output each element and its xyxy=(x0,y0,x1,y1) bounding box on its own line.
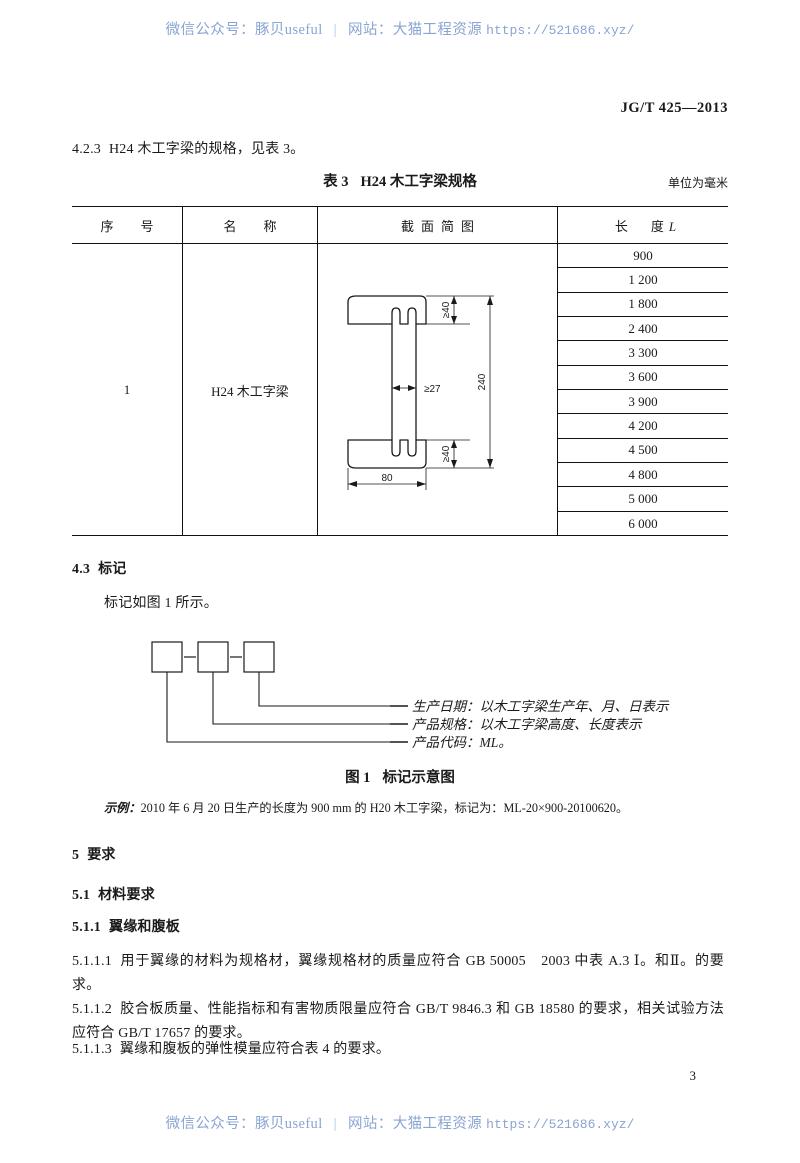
clause-5-1-1-number: 5.1.1 xyxy=(72,920,101,935)
clause-5-1-1-1-text: 用于翼缘的材料为规格材，翼缘规格材的质量应符合 GB 50005 2003 中表… xyxy=(72,954,724,993)
clause-5-1-1-title: 翼缘和腹板 xyxy=(109,920,180,935)
figure-1-caption-label: 图 1 xyxy=(345,770,371,786)
clause-4-2-3: 4.2.3 H24 木工字梁的规格，见表 3。 xyxy=(72,138,672,162)
clause-5-1-number: 5.1 xyxy=(72,888,91,903)
clause-5-1-1-3-number: 5.1.1.3 xyxy=(72,1042,112,1057)
length-cell: 1 200 xyxy=(558,268,728,293)
table-3-body-row: 1 H24 木工字梁 xyxy=(72,244,728,536)
table-3-length-column: 900 1 200 1 800 2 400 3 300 3 600 3 900 … xyxy=(557,244,728,536)
clause-4-3-number: 4.3 xyxy=(72,562,91,577)
table-3-cell-no: 1 xyxy=(123,382,131,397)
table-3-cell-name: H24 木工字梁 xyxy=(182,244,317,536)
marking-label-product-spec: 产品规格：以木工字梁高度、长度表示 xyxy=(412,717,643,732)
clause-4-3-heading: 4.3 标记 xyxy=(72,558,127,582)
clause-5-1-1-3-text: 翼缘和腹板的弹性模量应符合表 4 的要求。 xyxy=(119,1042,391,1057)
dim-width-label: 80 xyxy=(381,473,393,484)
table-3-header-figure: 截面简图 xyxy=(317,207,557,243)
dim-web-thickness-label: ≥27 xyxy=(424,384,441,395)
watermark-url: https://521686.xyz/ xyxy=(486,1117,635,1132)
ibeam-cross-section-diagram: ≥40 ≥40 240 ≥27 80 xyxy=(346,295,494,490)
clause-5-1-heading: 5.1 材料要求 xyxy=(72,884,155,908)
table-3-header-length: 长 度L xyxy=(557,207,728,243)
marking-label-production-date: 生产日期：以木工字梁生产年、月、日表示 xyxy=(412,699,670,714)
length-cell: 4 200 xyxy=(558,414,728,439)
clause-5-1-1-2-number: 5.1.1.2 xyxy=(72,1002,112,1017)
dim-flange-bottom-label: ≥40 xyxy=(441,445,452,462)
length-cell: 5 000 xyxy=(558,487,728,512)
watermark-wechat: 微信公众号：豚贝useful xyxy=(165,22,323,38)
length-cell: 4 800 xyxy=(558,463,728,488)
watermark-url: https://521686.xyz/ xyxy=(486,23,635,38)
dim-total-height-label: 240 xyxy=(477,373,488,390)
watermark-site: 网站：大猫工程资源 xyxy=(348,1116,483,1132)
length-cell: 3 300 xyxy=(558,341,728,366)
table-3-caption: 表 3 H24 木工字梁规格 xyxy=(72,170,728,191)
clause-5-1-1-3: 5.1.1.3 翼缘和腹板的弹性模量应符合表 4 的要求。 xyxy=(72,1038,724,1062)
clause-5-title: 要求 xyxy=(87,848,116,863)
length-cell: 6 000 xyxy=(628,515,658,531)
watermark-wechat: 微信公众号：豚贝useful xyxy=(165,1116,323,1132)
marking-label-product-code: 产品代码：ML。 xyxy=(412,735,512,750)
clause-4-2-3-number: 4.2.3 xyxy=(72,142,101,157)
table-3-cell-figure: ≥40 ≥40 240 ≥27 80 xyxy=(317,244,557,536)
table-3-caption-label: 表 3 xyxy=(323,174,349,190)
dim-flange-top-label: ≥40 xyxy=(441,301,452,318)
marking-example: 示例：2010 年 6 月 20 日生产的长度为 900 mm 的 H20 木工… xyxy=(104,798,724,818)
table-3-caption-title: H24 木工字梁规格 xyxy=(360,174,477,190)
clause-5-number: 5 xyxy=(72,848,80,863)
length-cell: 900 xyxy=(558,244,728,269)
watermark-separator: | xyxy=(333,1116,337,1132)
watermark-bottom: 微信公众号：豚贝useful | 网站：大猫工程资源 https://52168… xyxy=(0,1112,800,1133)
clause-4-3-title: 标记 xyxy=(98,562,127,577)
length-cell: 4 500 xyxy=(558,439,728,463)
table-3-unit-note: 单位为毫米 xyxy=(667,176,728,190)
clause-4-3-body: 标记如图 1 所示。 xyxy=(104,596,218,611)
figure-1-caption: 图 1 标记示意图 xyxy=(72,766,728,787)
table-3-header-name: 名 称 xyxy=(182,207,317,243)
clause-4-2-3-text: H24 木工字梁的规格，见表 3。 xyxy=(109,142,305,157)
table-3: 序 号 名 称 截面简图 长 度L 1 H24 木工字梁 xyxy=(72,206,728,536)
clause-5-1-1-1-number: 5.1.1.1 xyxy=(72,954,112,969)
clause-5-1-title: 材料要求 xyxy=(98,888,155,903)
clause-5-heading: 5 要求 xyxy=(72,844,116,868)
marking-diagram-svg: 生产日期：以木工字梁生产年、月、日表示 产品规格：以木工字梁高度、长度表示 产品… xyxy=(151,641,670,750)
clause-5-1-1-heading: 5.1.1 翼缘和腹板 xyxy=(72,916,180,940)
length-cell: 2 400 xyxy=(558,317,728,342)
figure-1-caption-title: 标记示意图 xyxy=(382,770,455,786)
watermark-separator: | xyxy=(333,22,337,38)
marking-diagram: 生产日期：以木工字梁生产年、月、日表示 产品规格：以木工字梁高度、长度表示 产品… xyxy=(72,636,728,762)
watermark-site: 网站：大猫工程资源 xyxy=(348,22,483,38)
watermark-top: 微信公众号：豚贝useful | 网站：大猫工程资源 https://52168… xyxy=(0,18,800,39)
marking-example-text: 2010 年 6 月 20 日生产的长度为 900 mm 的 H20 木工字梁，… xyxy=(140,801,629,815)
table-3-header-no: 序 号 xyxy=(100,218,161,234)
length-cell: 1 800 xyxy=(558,293,728,317)
length-cell: 3 900 xyxy=(558,390,728,415)
length-cell: 3 600 xyxy=(558,366,728,390)
page-number: 3 xyxy=(689,1068,697,1083)
running-head-standard-number: JG/T 425—2013 xyxy=(620,100,728,116)
marking-example-label: 示例： xyxy=(104,801,141,815)
clause-5-1-1-2-text: 胶合板质量、性能指标和有害物质限量应符合 GB/T 9846.3 和 GB 18… xyxy=(72,1002,724,1041)
table-3-header-row: 序 号 名 称 截面简图 长 度L xyxy=(72,207,728,244)
